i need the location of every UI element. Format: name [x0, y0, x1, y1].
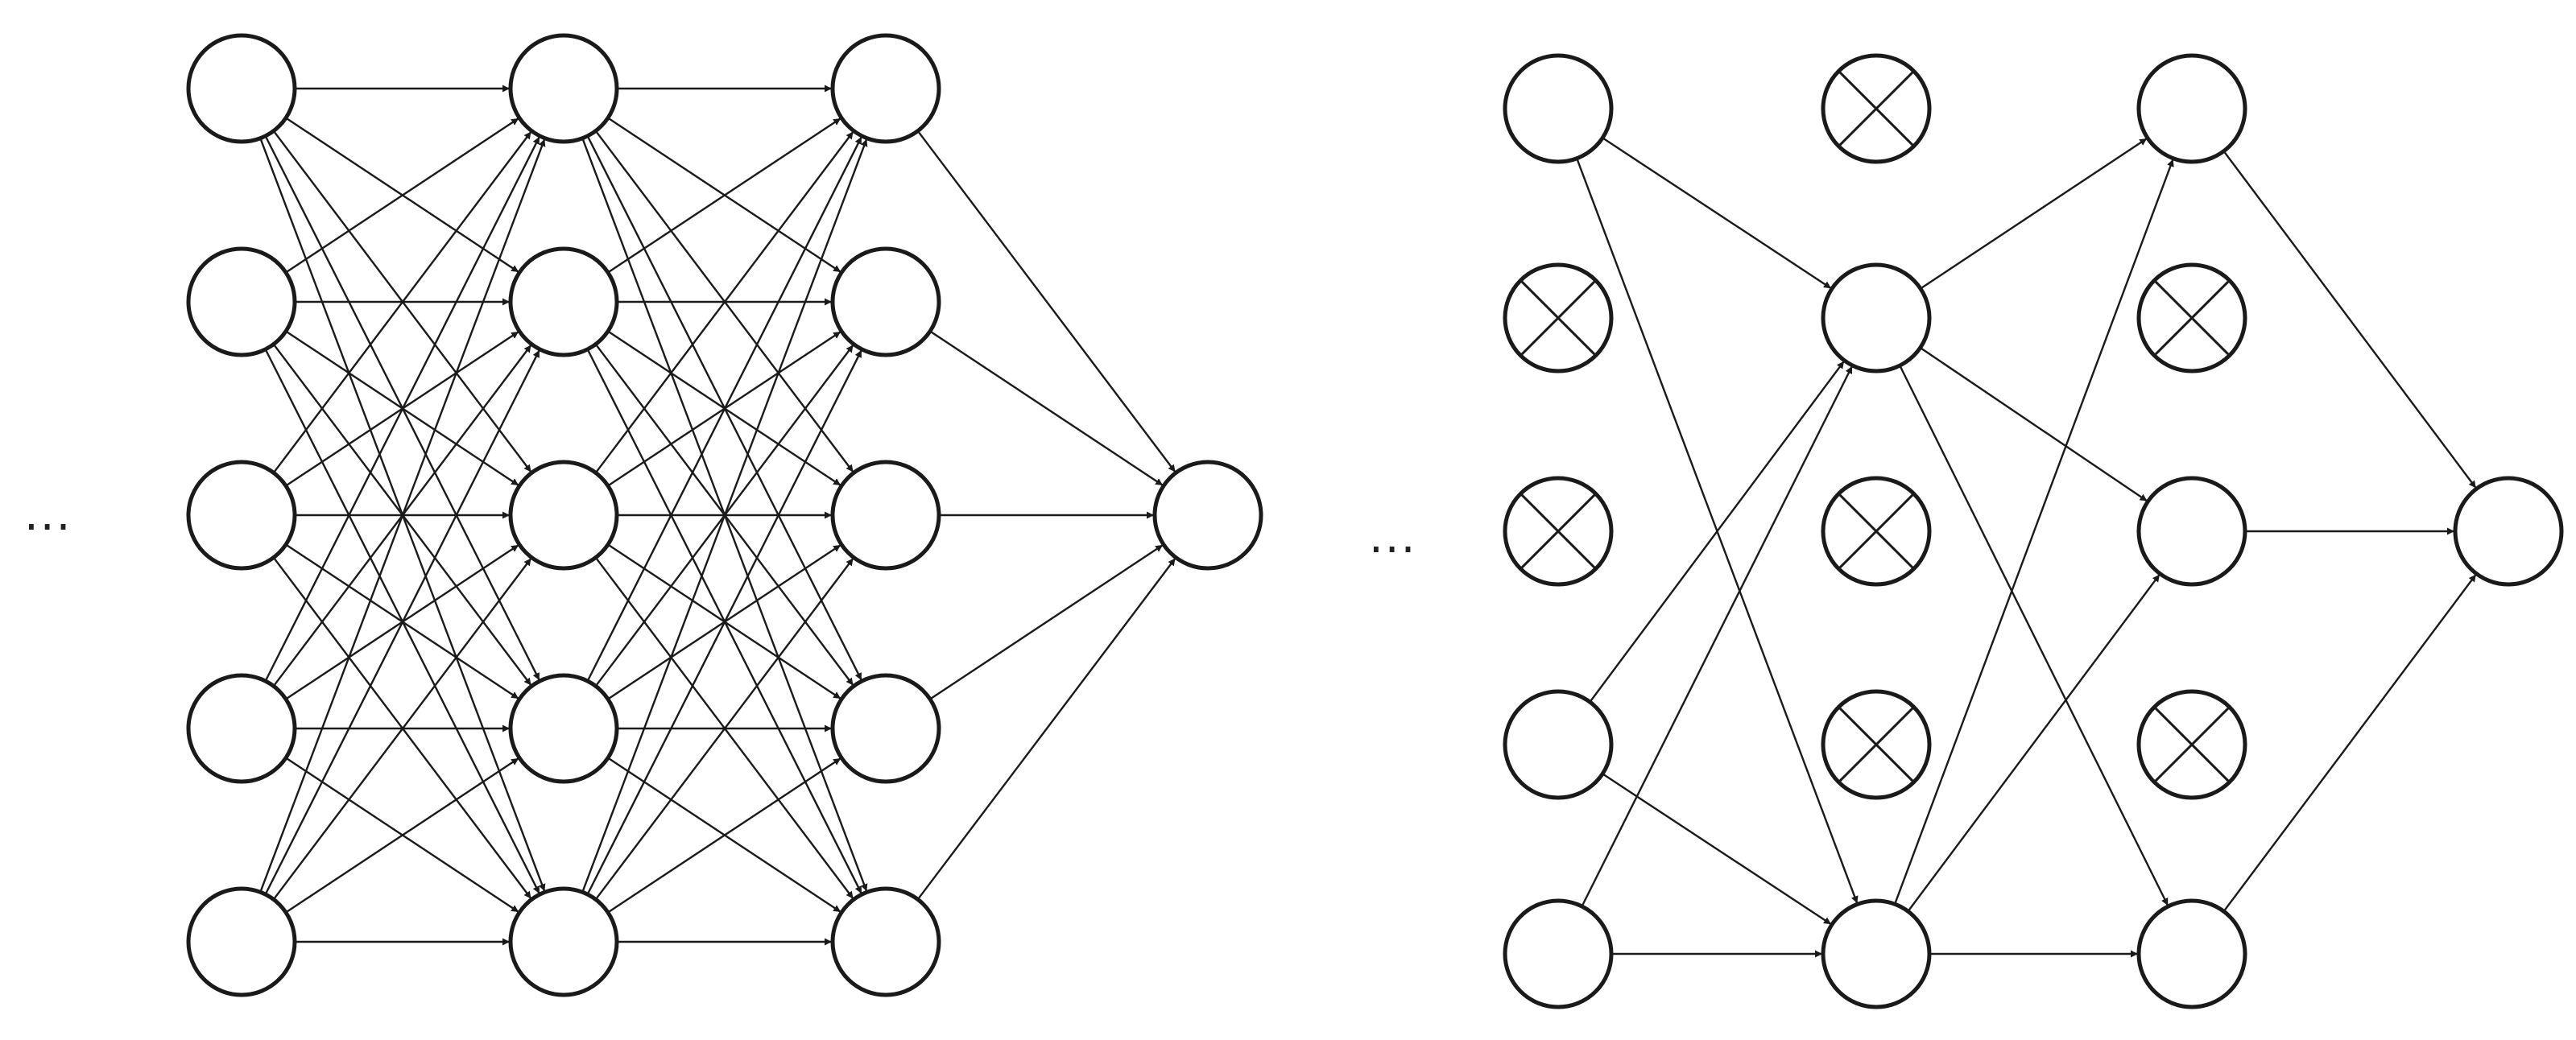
neuron-L1-1 — [1821, 262, 1932, 373]
dropout-net-nodes — [1503, 53, 2564, 1009]
neuron-L3-0 — [2453, 476, 2564, 587]
standard-neural-net-edge-L2-3-to-L3-0 — [929, 543, 1164, 700]
after-dropout-net-edge-L1-4-to-L2-2 — [1907, 573, 2160, 912]
standard-neural-net-edge-L0-1-to-L1-0 — [285, 117, 519, 274]
standard-neural-net-edge-L0-2-to-L1-0 — [272, 130, 532, 474]
dropped-neuron-L1-0 — [1821, 53, 1932, 164]
standard-neural-net-edge-L1-3-to-L2-0 — [586, 136, 862, 682]
neuron-L1-3 — [508, 673, 619, 784]
neuron-L1-0 — [508, 33, 619, 144]
standard-neural-net-edge-L1-4-to-L2-0 — [581, 138, 868, 893]
neuron-L1-2 — [508, 460, 619, 571]
standard-net-connections — [259, 85, 1176, 946]
right-continuation-ellipsis: ... — [1369, 511, 1417, 563]
standard-neural-net-edge-L0-3-to-L1-0 — [264, 136, 540, 682]
dropped-neuron-L0-1 — [1503, 262, 1614, 373]
dropped-neuron-L2-3 — [2136, 689, 2247, 800]
neuron-L0-3 — [1503, 689, 1614, 800]
standard-neural-net-edge-L1-4-to-L2-1 — [586, 349, 862, 895]
after-dropout-net-edge-L0-3-to-L1-1 — [1589, 360, 1845, 703]
neuron-L2-2 — [2136, 476, 2247, 587]
dropped-neuron-L1-3 — [1821, 689, 1932, 800]
after-dropout-net-edge-L0-0-to-L1-1 — [1602, 137, 1832, 290]
neuron-L1-1 — [508, 246, 619, 357]
neuron-L2-2 — [830, 460, 941, 571]
neuron-L0-1 — [186, 246, 297, 357]
standard-neural-net-edge-L1-1-to-L2-0 — [607, 117, 841, 274]
after-dropout-net-edge-L1-1-to-L2-4 — [1899, 365, 2169, 906]
dropped-neuron-L1-2 — [1821, 476, 1932, 587]
after-dropout-net-edge-L0-3-to-L1-4 — [1602, 773, 1832, 926]
neuron-L1-4 — [508, 886, 619, 997]
standard-neural-net-edge-L0-4-to-L1-2 — [272, 557, 532, 901]
neuron-L0-2 — [186, 460, 297, 571]
standard-neural-net-edge-L2-4-to-L3-0 — [916, 557, 1176, 901]
neuron-L0-0 — [186, 33, 297, 144]
neuron-L2-0 — [2136, 53, 2247, 164]
standard-neural-net-edge-L2-1-to-L3-0 — [929, 330, 1164, 487]
dropped-neuron-L0-2 — [1503, 476, 1614, 587]
standard-net-nodes — [186, 33, 1263, 997]
standard-neural-net-edge-L1-2-to-L2-0 — [594, 130, 854, 474]
after-dropout-net-edge-L2-4-to-L3-0 — [2222, 573, 2477, 912]
after-dropout-net-edge-L1-4-to-L2-0 — [1893, 159, 2174, 905]
left-continuation-ellipsis: ... — [24, 489, 72, 541]
neuron-L2-4 — [2136, 898, 2247, 1009]
standard-neural-net-edge-L2-0-to-L3-0 — [916, 130, 1176, 473]
after-dropout-net-edge-L2-0-to-L3-0 — [2222, 151, 2477, 489]
neuron-L3-0 — [1152, 460, 1263, 571]
neuron-L2-0 — [830, 33, 941, 144]
standard-neural-net-edge-L1-4-to-L2-3 — [607, 757, 841, 914]
neuron-L2-1 — [830, 246, 941, 357]
neuron-L0-4 — [1503, 898, 1614, 1009]
after-dropout-net-edge-L0-4-to-L1-1 — [1581, 365, 1854, 907]
neuron-L1-4 — [1821, 898, 1932, 1009]
neuron-L2-4 — [830, 886, 941, 997]
neuron-L0-4 — [186, 886, 297, 997]
dropped-neuron-L2-1 — [2136, 262, 2247, 373]
after-dropout-net-edge-L1-1-to-L2-0 — [1920, 137, 2148, 290]
neuron-L0-3 — [186, 673, 297, 784]
standard-neural-net-edge-L0-4-to-L1-1 — [264, 349, 540, 895]
neuron-L0-0 — [1503, 53, 1614, 164]
dropout-net-connections — [1576, 137, 2477, 958]
standard-neural-net-edge-L0-4-to-L1-0 — [259, 138, 546, 893]
standard-neural-net-edge-L1-4-to-L2-2 — [594, 557, 854, 901]
after-dropout-net-edge-L1-1-to-L2-2 — [1920, 347, 2148, 502]
standard-neural-net-edge-L0-4-to-L1-3 — [285, 757, 519, 914]
neuron-L2-3 — [830, 673, 941, 784]
